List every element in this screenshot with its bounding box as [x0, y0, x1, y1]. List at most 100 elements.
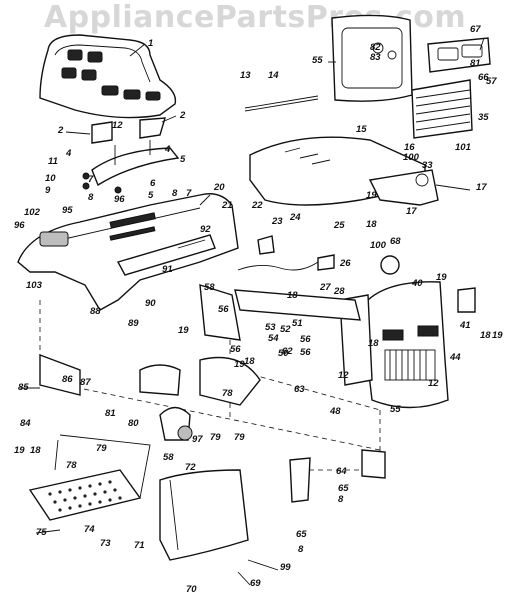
- rod: [244, 95, 319, 109]
- callout: 53: [265, 322, 276, 333]
- callout: 21: [221, 200, 233, 211]
- callout: 18: [368, 338, 379, 349]
- callout: 19: [14, 445, 25, 456]
- callout: 100: [370, 240, 387, 251]
- callout: 8: [172, 188, 178, 199]
- callout: 80: [128, 418, 139, 429]
- headlight: [380, 255, 400, 275]
- callout: 19: [366, 190, 377, 201]
- callout: 83: [370, 52, 381, 63]
- callout: 79: [210, 432, 221, 443]
- callout: 14: [268, 70, 279, 81]
- callout: 55: [312, 55, 323, 66]
- callout: 89: [128, 318, 139, 329]
- callout: 8: [338, 494, 344, 505]
- callout: 4: [65, 148, 72, 159]
- callout: 101: [455, 142, 471, 153]
- harness-plug: [317, 254, 335, 271]
- callout: 44: [449, 352, 461, 363]
- callout: 10: [45, 173, 56, 184]
- callout: 5: [180, 154, 186, 165]
- callout: 87: [80, 377, 91, 388]
- callout: 99: [280, 562, 291, 573]
- footrest: [28, 434, 151, 521]
- callout: 25: [333, 220, 345, 231]
- callout: 52: [280, 324, 291, 335]
- callout: 58: [204, 282, 215, 293]
- callout: 18: [244, 356, 255, 367]
- seat-brackets: [82, 117, 180, 194]
- callout: 62: [282, 346, 293, 357]
- leader-lines: [20, 37, 485, 586]
- callout: 20: [213, 182, 225, 193]
- bracket-side: [457, 287, 476, 313]
- grille: [411, 79, 473, 139]
- callout: 70: [186, 584, 197, 595]
- callout: 27: [319, 282, 331, 293]
- callout: 78: [222, 388, 233, 399]
- callout: 11: [48, 156, 58, 167]
- callout: 41: [459, 320, 471, 331]
- callout: 18: [480, 330, 491, 341]
- callout: 65: [296, 529, 307, 540]
- callout: 85: [18, 382, 29, 393]
- headlight-panel: [427, 37, 491, 73]
- callout: 73: [100, 538, 111, 549]
- callout: 26: [339, 258, 351, 269]
- callout: 68: [390, 236, 401, 247]
- callout: 66: [478, 72, 489, 83]
- callout: 15: [356, 124, 367, 135]
- callout: 17: [476, 182, 487, 193]
- callout: 96: [14, 220, 25, 231]
- callout: 67: [470, 24, 481, 35]
- callout: 18: [30, 445, 41, 456]
- callout: 97: [192, 434, 203, 445]
- callout: 24: [289, 212, 301, 223]
- callout: 79: [234, 432, 245, 443]
- splash-guard: [159, 469, 249, 561]
- seat: [39, 34, 177, 119]
- callout: 96: [114, 194, 125, 205]
- callout: 100: [403, 152, 420, 163]
- callout: 81: [470, 58, 481, 69]
- callout: 18: [366, 219, 377, 230]
- callout: 81: [105, 408, 116, 419]
- callout: 58: [163, 452, 174, 463]
- callout: 12: [338, 370, 349, 381]
- callout: 56: [218, 304, 229, 315]
- hood-bracket: [368, 169, 439, 206]
- callout: 63: [294, 384, 305, 395]
- callout: 4: [164, 144, 171, 155]
- callout: 82: [370, 42, 381, 53]
- callout: 79: [96, 443, 107, 454]
- wire-harness: [237, 261, 319, 271]
- callout: 51: [292, 318, 303, 329]
- callout: 7: [186, 188, 192, 199]
- engine-shroud: [364, 281, 449, 409]
- callout: 84: [20, 418, 31, 429]
- callout: 71: [134, 540, 145, 551]
- callout: 6: [150, 178, 156, 189]
- callout: 8: [298, 544, 304, 555]
- callout: 56: [300, 334, 311, 345]
- callout-labels: 1 2 12 2 4 4 5 11 10 9 7 6 8 96 5 102 96…: [14, 24, 503, 595]
- callout: 86: [62, 374, 73, 385]
- callout: 74: [84, 524, 95, 535]
- callout: 50: [278, 348, 289, 359]
- rear-fender: [17, 193, 239, 311]
- callout: 16: [404, 142, 415, 153]
- callout: 72: [185, 462, 196, 473]
- callout: 40: [411, 278, 423, 289]
- callout: 33: [422, 160, 433, 171]
- callout: 2: [179, 110, 186, 121]
- callout: 64: [336, 466, 347, 477]
- callout: 12: [428, 378, 439, 389]
- callout: 90: [145, 298, 156, 309]
- callout: 78: [66, 460, 77, 471]
- callout: 92: [200, 224, 211, 235]
- callout: 23: [271, 216, 283, 227]
- callout: 88: [90, 306, 101, 317]
- callout: 56: [300, 347, 311, 358]
- callout: 22: [251, 200, 263, 211]
